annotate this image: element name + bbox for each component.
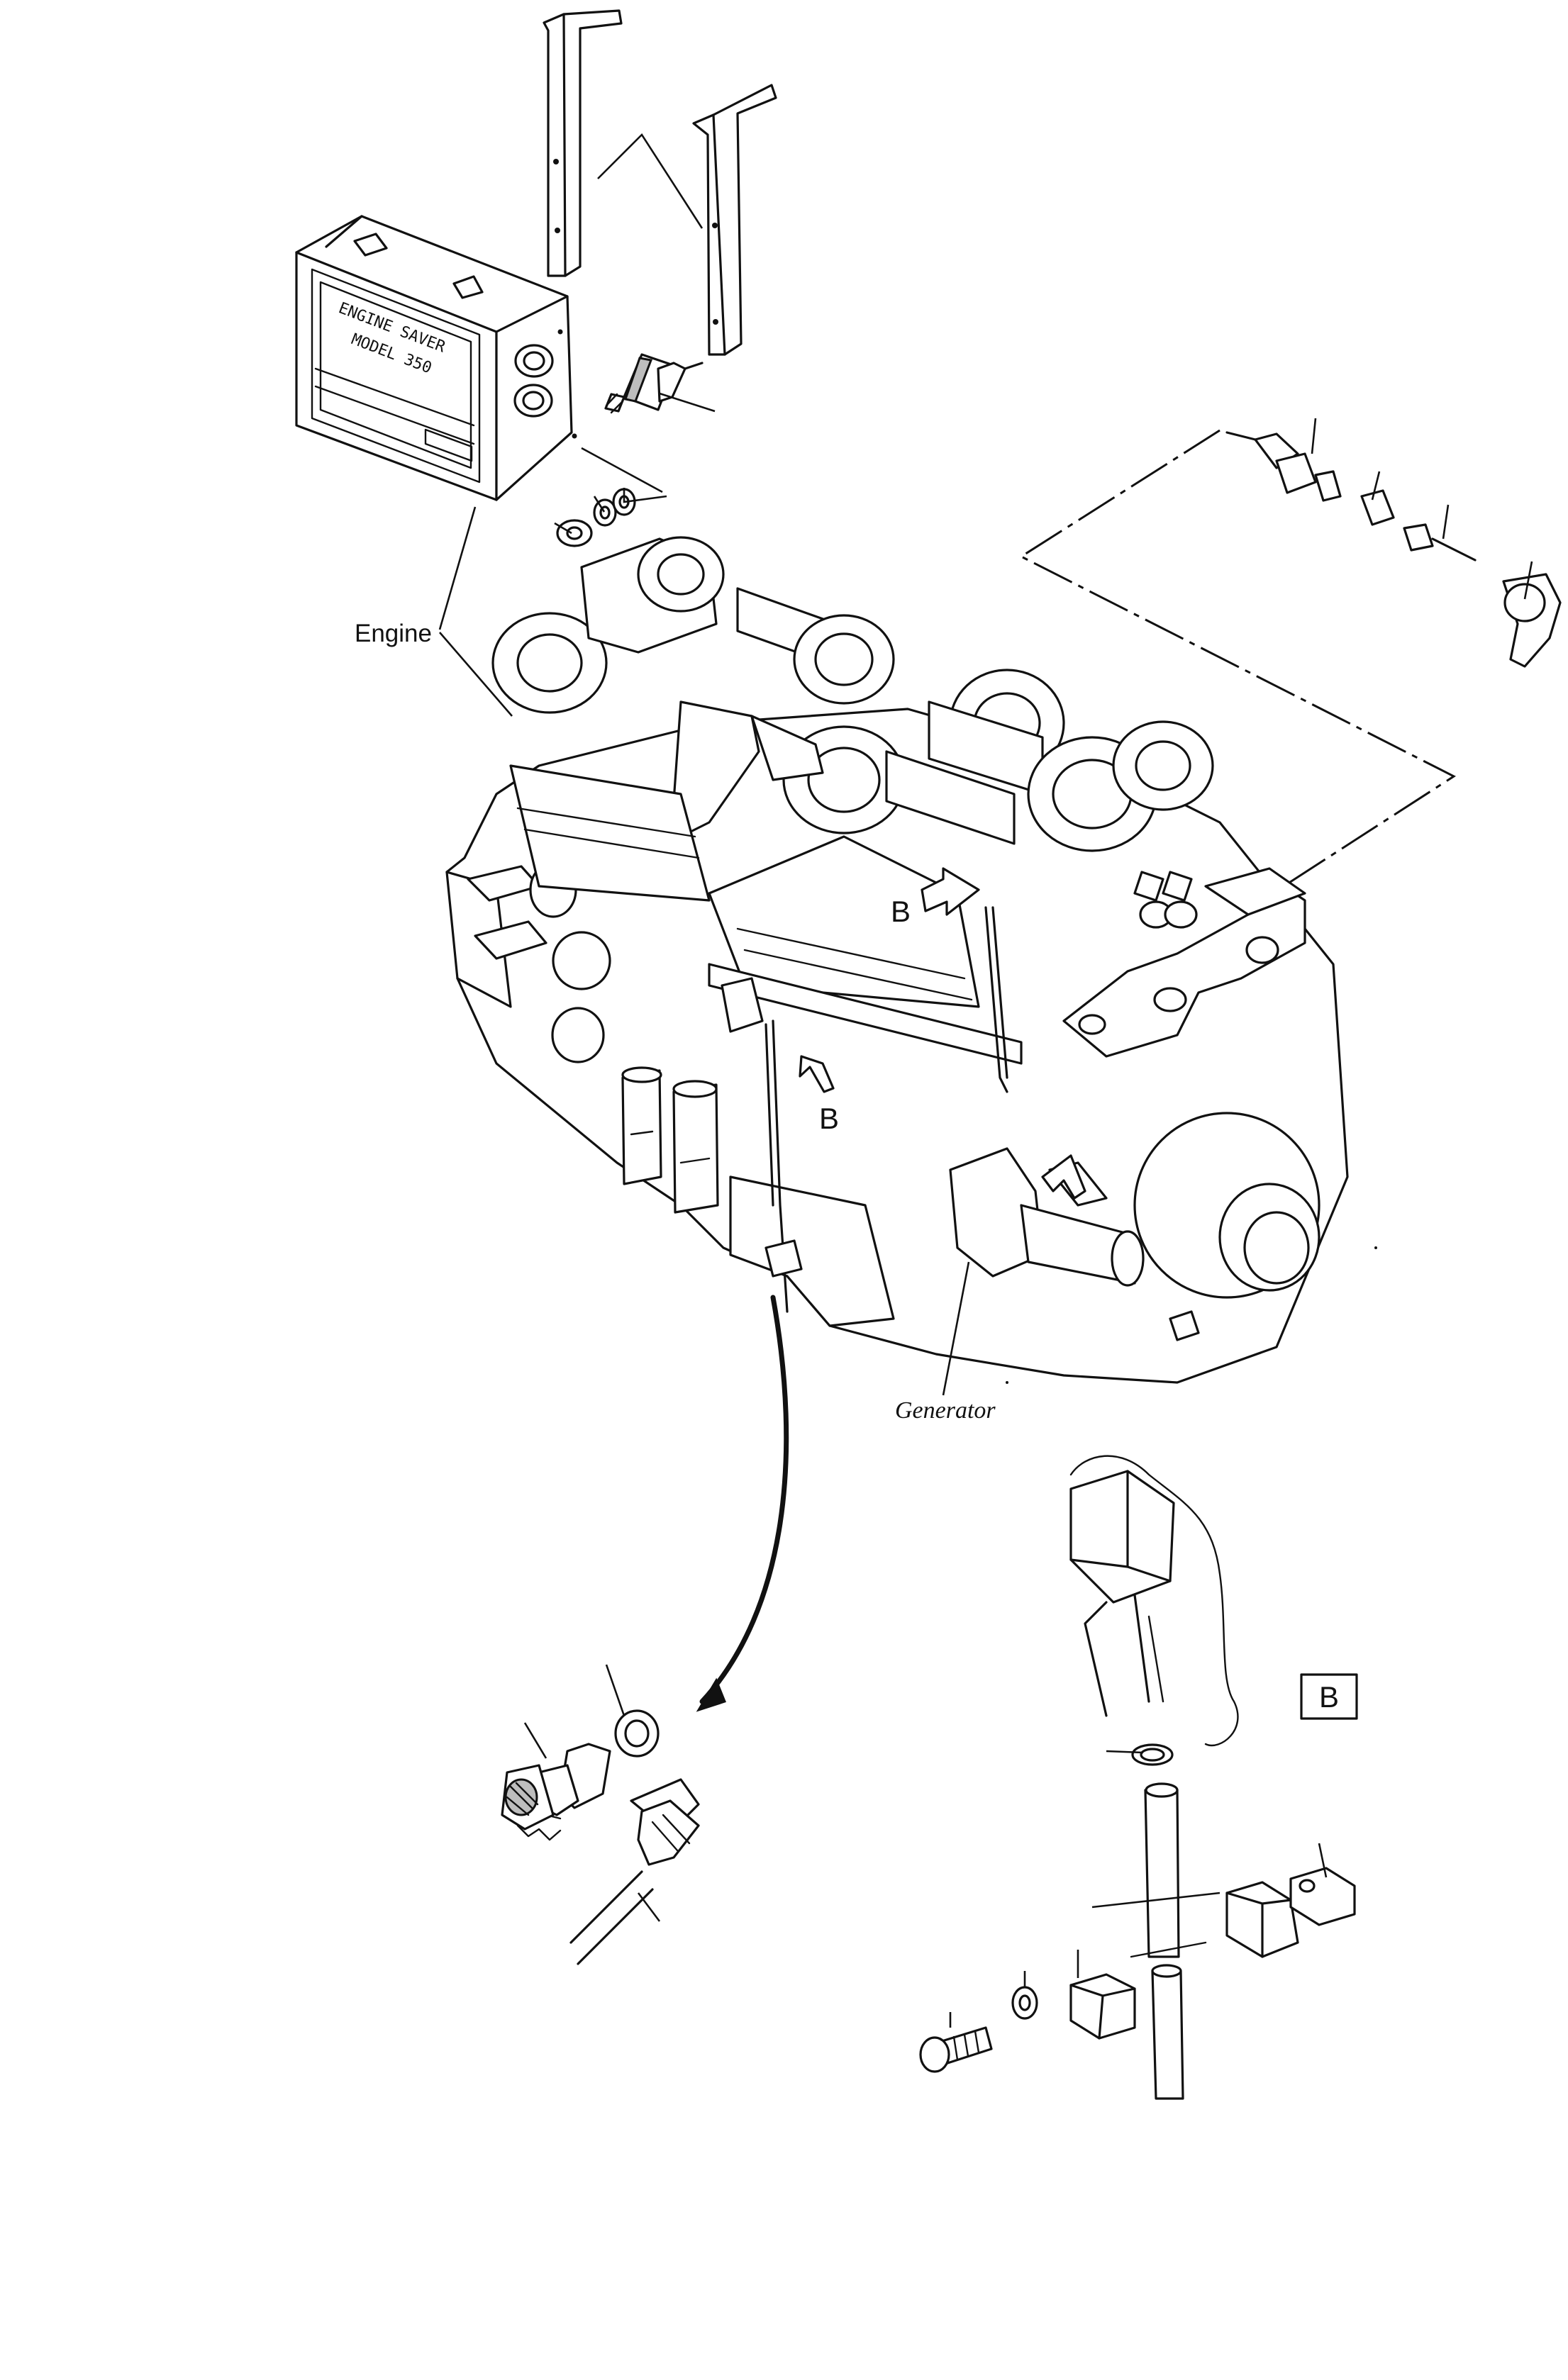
sensor-fitting-upper [604, 353, 716, 414]
svg-text:B: B [819, 1102, 839, 1135]
dashed-assembly-lines [1018, 429, 1457, 888]
engine-label: Engine [355, 620, 432, 647]
detail-b: B [919, 1455, 1358, 2100]
detail-b-badge [1300, 1673, 1358, 1720]
generator-label: Generator [895, 1397, 996, 1424]
sensor-assembly-right [1225, 418, 1562, 668]
callout-arrow-generator [1041, 1154, 1086, 1200]
mounting-brackets [543, 9, 777, 356]
nut-and-washers [554, 447, 667, 547]
svg-text:B: B [891, 895, 911, 928]
generator-callout: Generator [895, 1261, 996, 1424]
engine-saver-unit: ENGINE SAVER MODEL 350 [295, 215, 577, 501]
engine-callout: Engine [355, 506, 513, 717]
callout-b-upper: B [891, 867, 980, 928]
callout-b-lower: B [799, 1055, 839, 1135]
sensor-detail-left [501, 1664, 700, 1965]
engine-block [445, 536, 1349, 1384]
detail-arrow [696, 1295, 789, 1712]
svg-text:B: B [1319, 1680, 1339, 1714]
